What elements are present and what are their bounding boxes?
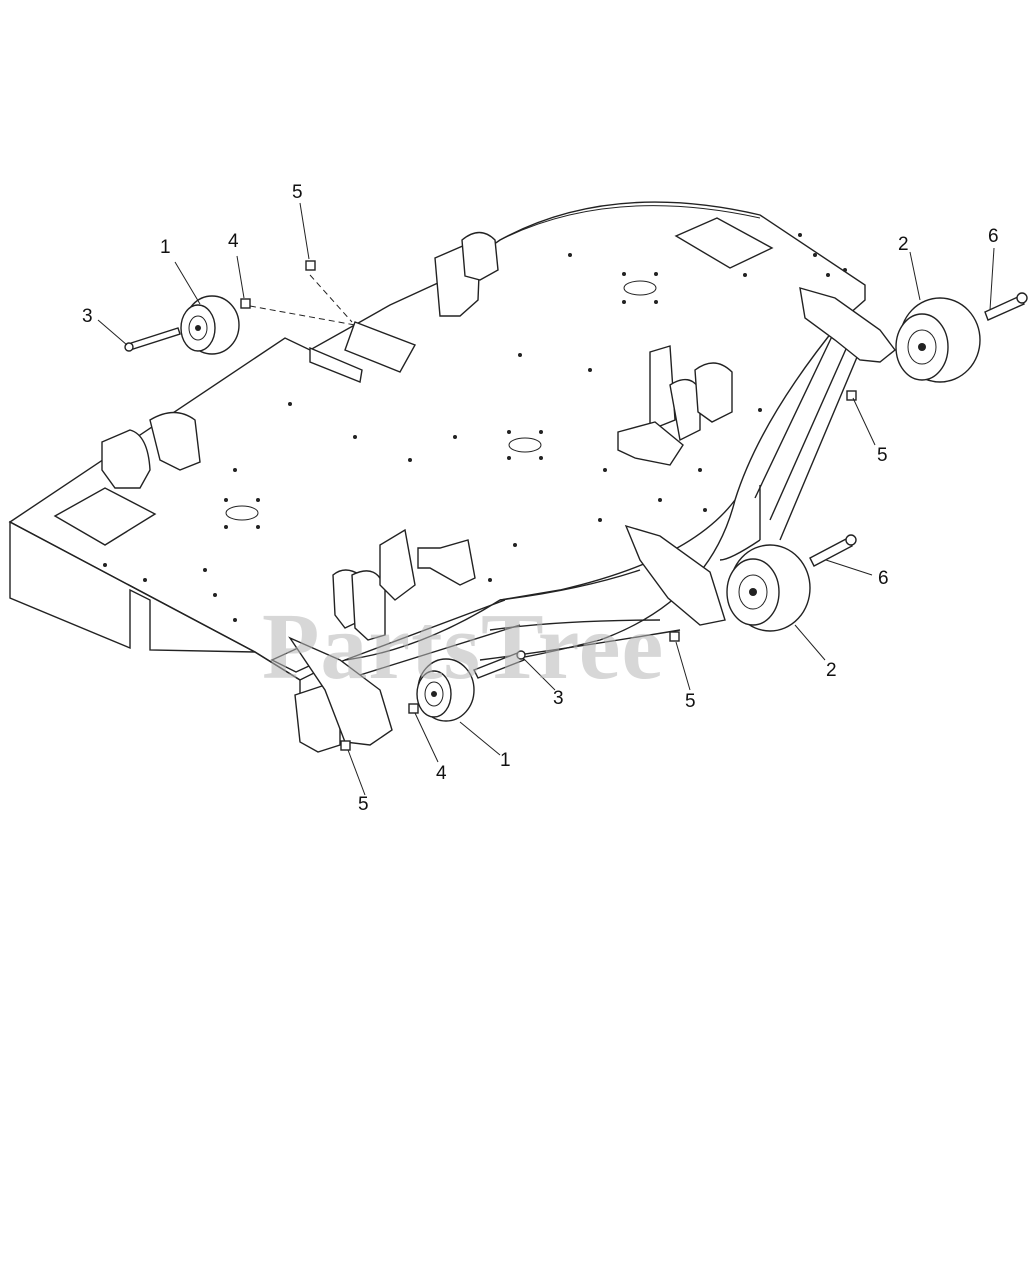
partstree-watermark: PartsTree <box>262 595 664 699</box>
callout-4-lower: 4 <box>436 763 447 784</box>
wheel-mount-arms <box>288 287 896 746</box>
deck-brackets <box>101 231 733 753</box>
callout-6-upper: 6 <box>988 226 999 247</box>
callout-3-lower: 3 <box>553 688 564 709</box>
callout-5-upper: 5 <box>292 182 303 203</box>
callout-2-lower: 2 <box>826 660 837 681</box>
bolts-and-nuts <box>124 260 1028 751</box>
anti-scalp-wheel-1-lower <box>416 658 475 722</box>
callout-1-upper: 1 <box>160 237 171 258</box>
leader-lines <box>97 202 995 796</box>
callout-2-upper: 2 <box>898 234 909 255</box>
anti-scalp-wheel-1-upper <box>180 295 240 355</box>
deck-holes <box>103 233 847 622</box>
callout-labels: 1 4 5 3 2 6 5 6 2 3 5 1 4 5 <box>82 182 999 815</box>
callout-5-right: 5 <box>877 445 888 466</box>
anti-scalp-wheel-2-lower <box>726 544 811 632</box>
callout-6-lower: 6 <box>878 568 889 589</box>
callout-4-upper: 4 <box>228 231 239 252</box>
callout-1-lower: 1 <box>500 750 511 771</box>
anti-scalp-wheel-2-upper <box>895 297 981 383</box>
callout-5-middle: 5 <box>685 691 696 712</box>
callout-5-lower: 5 <box>358 794 369 815</box>
mower-deck <box>8 201 896 753</box>
callout-3-upper: 3 <box>82 306 93 327</box>
